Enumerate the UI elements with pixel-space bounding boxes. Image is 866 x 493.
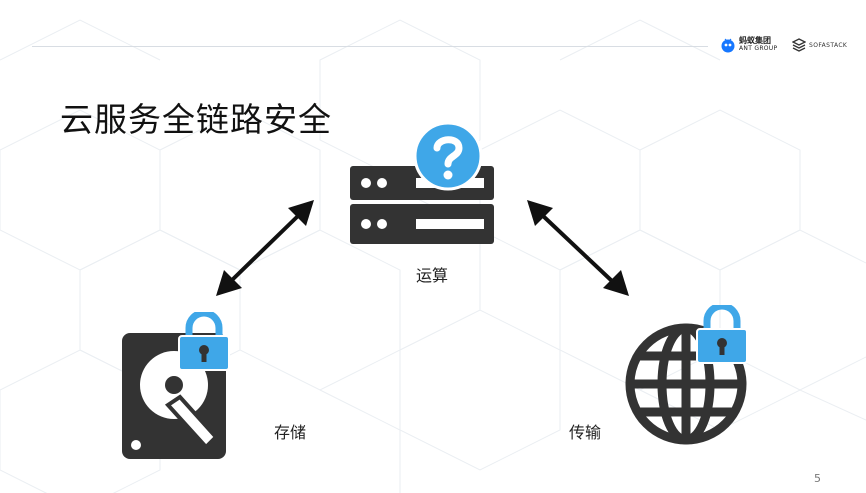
sofastack-logo: SOFASTACK	[792, 36, 847, 54]
lock-icon	[696, 305, 748, 364]
sofastack-logo-text: SOFASTACK	[809, 41, 848, 49]
sofastack-logo-icon	[792, 38, 806, 52]
double-arrow-icon	[216, 200, 314, 296]
question-icon	[413, 121, 483, 191]
compute-label: 运算	[416, 266, 449, 285]
lock-icon	[178, 312, 230, 371]
transmit-label: 传输	[569, 423, 602, 442]
ant-logo-en: ANT GROUP	[739, 45, 778, 52]
storage-label: 存储	[274, 423, 307, 442]
header-divider	[32, 46, 708, 47]
double-arrow-icon	[527, 200, 629, 296]
globe-icon	[625, 323, 747, 445]
slide-title: 云服务全链路安全	[60, 100, 332, 139]
ant-logo-icon	[721, 38, 735, 53]
ant-logo-zh: 蚂蚁集团	[739, 36, 771, 45]
ant-group-logo: 蚂蚁集团 ANT GROUP	[720, 36, 777, 54]
page-number: 5	[814, 472, 821, 485]
